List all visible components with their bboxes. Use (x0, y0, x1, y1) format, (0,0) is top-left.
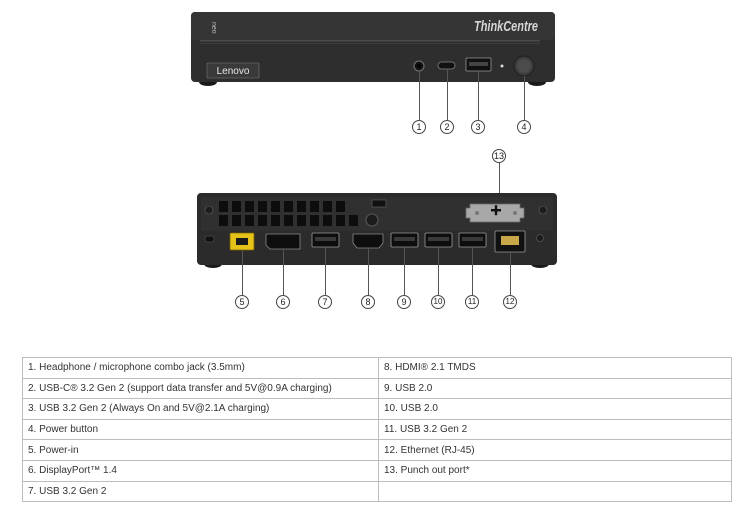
spec-cell: 12. Ethernet (RJ-45) (378, 439, 732, 461)
spec-cell: 6. DisplayPort™ 1.4 (22, 459, 379, 482)
callout-1: 1 (412, 120, 426, 134)
leader-13 (499, 163, 500, 195)
leader-12 (510, 252, 511, 295)
leader-5 (242, 250, 243, 295)
callout-4: 4 (517, 120, 531, 134)
spec-cell: 13. Punch out port* (378, 459, 732, 482)
displayport-port (265, 233, 301, 250)
leader-3 (478, 72, 479, 120)
callout-12: 12 (503, 295, 517, 309)
rear-view (197, 193, 557, 268)
spec-cell: 10. USB 2.0 (378, 398, 732, 420)
table-row: 1. Headphone / microphone combo jack (3.… (22, 357, 732, 379)
leader-7 (325, 247, 326, 295)
hdmi-port (352, 233, 384, 249)
callout-6: 6 (276, 295, 290, 309)
callout-8: 8 (361, 295, 375, 309)
spec-cell (378, 480, 732, 503)
spec-cell: 4. Power button (22, 418, 379, 441)
lenovo-badge (206, 62, 260, 79)
leader-9 (404, 247, 405, 295)
callout-10: 10 (431, 295, 445, 309)
table-row: 4. Power button 11. USB 3.2 Gen 2 (22, 418, 732, 441)
leader-2 (447, 70, 448, 120)
rear-thumbscrew (365, 213, 379, 227)
usb-c-port-front (437, 61, 456, 70)
callout-7: 7 (318, 295, 332, 309)
spec-cell: 9. USB 2.0 (378, 377, 732, 400)
lenovo-logo: Lenovo (217, 66, 250, 77)
leader-6 (283, 249, 284, 295)
callout-11: 11 (465, 295, 479, 309)
spec-cell: 11. USB 3.2 Gen 2 (378, 418, 732, 441)
front-vent-dots (200, 40, 540, 44)
table-row: 3. USB 3.2 Gen 2 (Always On and 5V@2.1A … (22, 398, 732, 420)
callout-5: 5 (235, 295, 249, 309)
neo-mark: neo (210, 22, 217, 34)
rear-screw-lower-right (536, 234, 544, 242)
leader-11 (472, 247, 473, 295)
spec-cell: 1. Headphone / microphone combo jack (3.… (22, 357, 379, 379)
rear-screw-left (204, 205, 214, 215)
callout-3: 3 (471, 120, 485, 134)
spec-cell: 8. HDMI® 2.1 TMDS (378, 357, 732, 379)
spec-cell: 2. USB-C® 3.2 Gen 2 (support data transf… (22, 377, 379, 400)
callout-2: 2 (440, 120, 454, 134)
callout-9: 9 (397, 295, 411, 309)
rear-screw-right (538, 205, 548, 215)
leader-10 (438, 247, 439, 295)
rear-vent-grid (219, 201, 358, 226)
table-row: 7. USB 3.2 Gen 2 (22, 480, 732, 503)
table-row: 5. Power-in 12. Ethernet (RJ-45) (22, 439, 732, 461)
leader-8 (368, 248, 369, 295)
port-spec-table: 1. Headphone / microphone combo jack (3.… (22, 357, 732, 503)
security-slot (371, 199, 387, 208)
spec-cell: 7. USB 3.2 Gen 2 (22, 480, 379, 503)
table-row: 6. DisplayPort™ 1.4 13. Punch out port* (22, 459, 732, 482)
spec-cell: 3. USB 3.2 Gen 2 (Always On and 5V@2.1A … (22, 398, 379, 420)
lock-slot-left (204, 235, 215, 243)
spec-cell: 5. Power-in (22, 439, 379, 461)
table-row: 2. USB-C® 3.2 Gen 2 (support data transf… (22, 377, 732, 400)
power-led (500, 64, 504, 68)
leader-4 (524, 76, 525, 120)
thinkcentre-logo: ThinkCentre (474, 18, 538, 35)
front-view: neo ThinkCentre Lenovo (191, 12, 555, 86)
callout-13: 13 (492, 149, 506, 163)
leader-1 (419, 71, 420, 120)
